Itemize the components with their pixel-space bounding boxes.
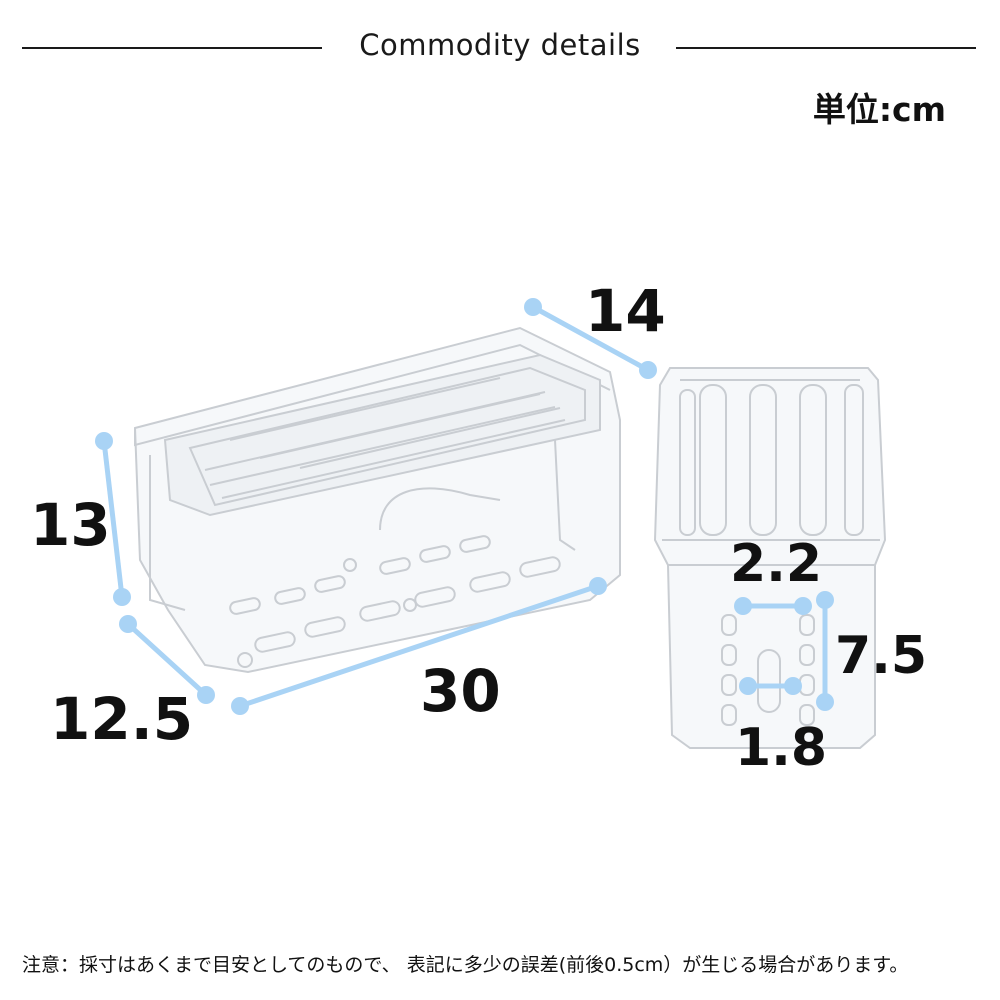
length-label: 30 bbox=[420, 657, 501, 725]
width-short-line bbox=[125, 621, 209, 698]
cable-box-left bbox=[133, 326, 621, 674]
height-line bbox=[101, 438, 125, 600]
slot-top-dot-end bbox=[794, 597, 812, 615]
depth-line bbox=[530, 304, 651, 373]
depth-dot-start bbox=[524, 298, 542, 316]
slot-width-top-label: 2.2 bbox=[730, 534, 823, 594]
width-short-label: 12.5 bbox=[50, 685, 194, 753]
dimension-lines bbox=[95, 298, 834, 715]
depth-label: 14 bbox=[585, 277, 666, 345]
slot-height-label: 7.5 bbox=[835, 626, 928, 686]
depth-dot-end bbox=[639, 361, 657, 379]
unit-label: 単位:cm bbox=[812, 90, 946, 129]
width-short-dot-start bbox=[119, 615, 137, 633]
slot-bottom-dot-start bbox=[739, 677, 757, 695]
slot-height-dot-start bbox=[816, 591, 834, 609]
header-rule-left bbox=[22, 47, 322, 49]
slot-bottom-dot-end bbox=[784, 677, 802, 695]
height-dot-start bbox=[95, 432, 113, 450]
length-line bbox=[237, 583, 601, 709]
length-dot-start bbox=[231, 697, 249, 715]
header-rule-right bbox=[676, 47, 976, 49]
page-title: Commodity details bbox=[359, 28, 641, 62]
footnote: 注意：採寸はあくまで目安としてのもので、 表記に多少の誤差(前後0.5cm）が生… bbox=[22, 954, 909, 976]
slot-height-dot-end bbox=[816, 693, 834, 711]
height-dot-end bbox=[113, 588, 131, 606]
slot-width-bottom-label: 1.8 bbox=[735, 718, 828, 778]
slot-top-dot-start bbox=[734, 597, 752, 615]
height-label: 13 bbox=[30, 491, 111, 559]
width-short-dot-end bbox=[197, 686, 215, 704]
length-dot-end bbox=[589, 577, 607, 595]
